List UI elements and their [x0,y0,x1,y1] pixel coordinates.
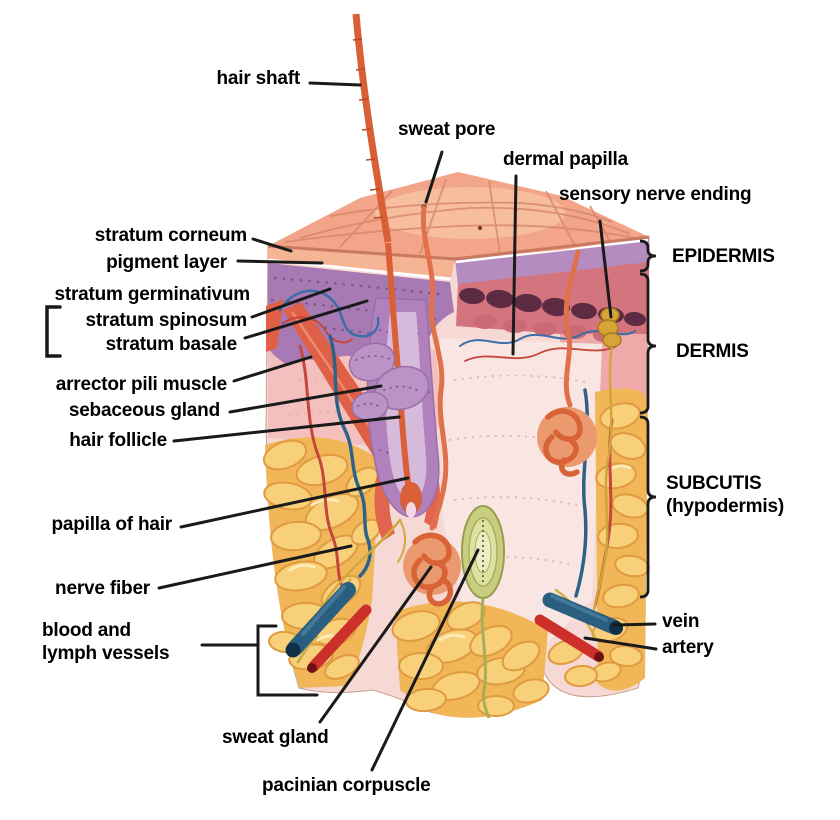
stratum-corneum-band [268,246,455,280]
bracket-blood-lymph [256,624,319,697]
label-sebaceous-gland: sebaceous gland [68,400,220,421]
vein-left [287,582,356,656]
leader-lines [45,81,658,772]
label-blood-and-lymph-line1: blood and [42,620,131,641]
leader-vein [612,622,657,627]
label-arrector-pili-muscle: arrector pili muscle [55,374,227,395]
label-dermal-papilla: dermal papilla [503,149,628,170]
leader-stratum-spinosum [250,287,332,319]
layer-braces [639,239,657,599]
bracket-spinosum-basale [45,305,62,358]
label-hair-shaft: hair shaft [216,68,300,89]
leader-hair-shaft [308,81,362,87]
leader-artery [583,636,658,651]
leader-papilla-of-hair [179,476,410,529]
subcutis-brace [639,415,657,599]
sensory-nerve-ending-illustration [592,307,622,611]
dermal-papillae-bumps [459,287,646,327]
leader-sensory-nerve-ending [598,219,613,319]
label-nerve-fiber: nerve fiber [55,578,150,599]
label-blood-and-lymph-line2: lymph vessels [42,642,170,664]
artery-left [308,604,372,672]
hair-shaft-illustration [352,13,392,243]
label-subcutis-line2: (hypodermis) [666,495,784,517]
label-hair-follicle: hair follicle [69,430,167,451]
leader-sebaceous-gland [228,384,383,414]
label-stratum-basale: stratum basale [105,334,238,355]
sebaceous-gland-illustration [348,342,430,421]
label-stratum-germinativum: stratum germinativum [54,284,250,305]
leader-nerve-fiber [157,544,353,590]
leader-dermal-papilla [511,174,518,356]
label-blood-and-lymph-vessels: blood and lymph vessels [42,620,170,666]
leader-sweat-pore [424,150,444,204]
label-sweat-pore: sweat pore [398,119,496,140]
leader-stratum-corneum [251,237,293,253]
epidermis-brace [639,239,657,273]
sweat-pore-dot-2 [477,225,483,231]
leader-stratum-basale [243,299,369,340]
dermis-brace [639,272,657,415]
skin-tile-lines [284,178,641,255]
label-vein: vein [662,611,700,632]
leader-arrector-pili-muscle [232,355,313,383]
label-stratum-corneum: stratum corneum [94,225,247,246]
label-pacinian-corpuscle: pacinian corpuscle [262,775,431,796]
vein-right [542,592,622,635]
label-subcutis: SUBCUTIS (hypodermis) [666,473,784,519]
leader-sweat-gland [318,565,433,724]
label-stratum-spinosum: stratum spinosum [85,310,248,331]
hair-bulb [400,482,422,514]
leader-hair-follicle [172,415,401,443]
leader-pacinian-corpuscle [370,548,480,772]
label-papilla-of-hair: papilla of hair [51,514,172,535]
pacinian-corpuscle-illustration [461,505,505,719]
label-subcutis-line1: SUBCUTIS [666,473,762,494]
top-front-edge [267,235,650,261]
epidermis-stripe [455,237,649,286]
hair-papilla [406,502,416,518]
label-sweat-gland: sweat gland [222,727,329,748]
label-sensory-nerve-ending: sensory nerve ending [559,184,752,205]
sweat-duct-right-illustration [537,249,597,477]
blood-lymph-vessels-illustration [285,578,372,673]
vein-artery-illustration [534,588,623,662]
artery-right [534,614,604,662]
label-epidermis: EPIDERMIS [672,246,775,267]
leader-pigment-layer [236,259,324,265]
label-artery: artery [662,637,714,658]
label-dermis: DERMIS [676,341,749,362]
label-pigment-layer: pigment layer [106,252,227,273]
blood-vessels-left [278,289,380,588]
